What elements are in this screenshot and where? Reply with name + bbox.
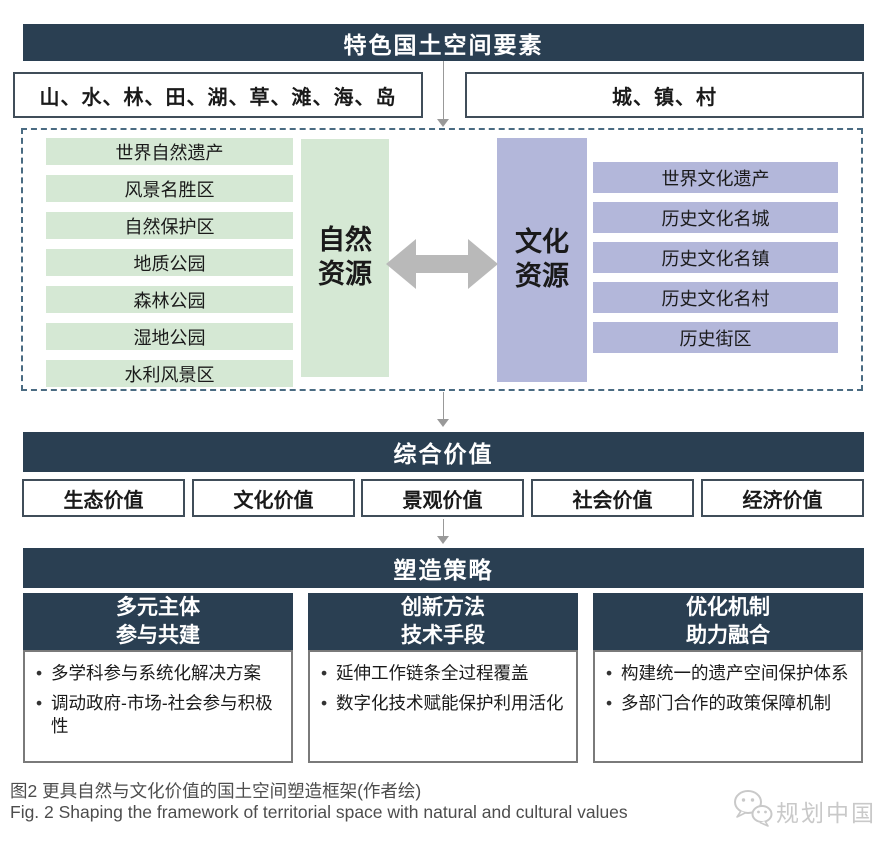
strategy-header-1: 多元主体 参与共建: [23, 593, 293, 650]
strategy-header-2: 创新方法 技术手段: [308, 593, 578, 650]
strategy-bullet: 数字化技术赋能保护利用活化: [318, 692, 568, 715]
cultural-item: 历史文化名城: [593, 202, 838, 233]
natural-item: 风景名胜区: [46, 175, 293, 202]
natural-elements-label: 山、水、林、田、湖、草、滩、海、岛: [39, 86, 397, 109]
cultural-item: 历史文化名村: [593, 282, 838, 313]
value-bar: 综合价值: [23, 432, 864, 472]
connector-line-top: [443, 61, 444, 120]
watermark-label: 规划中国: [776, 800, 876, 826]
cultural-item: 历史文化名镇: [593, 242, 838, 273]
natural-item: 自然保护区: [46, 212, 293, 239]
arrow-down-icon: [437, 536, 449, 544]
strategy-bullet: 多学科参与系统化解决方案: [33, 662, 283, 685]
strategy-bar: 塑造策略: [23, 548, 864, 588]
connector-line-middle: [443, 392, 444, 420]
caption-zh: 图2 更具自然与文化价值的国土空间塑造框架(作者绘): [10, 781, 422, 801]
strategy-header-2-label: 创新方法 技术手段: [401, 595, 485, 647]
cultural-item: 世界文化遗产: [593, 162, 838, 193]
arrow-down-icon: [437, 419, 449, 427]
caption-en: Fig. 2 Shaping the framework of territor…: [10, 802, 628, 822]
natural-resources-label: 自然 资源: [318, 225, 372, 289]
strategy-title: 塑造策略: [393, 557, 494, 583]
connector-line-bottom: [443, 519, 444, 537]
value-box: 社会价值: [531, 479, 694, 517]
cultural-resources-label: 文化 资源: [515, 227, 569, 291]
strategy-header-3: 优化机制 助力融合: [593, 593, 863, 650]
resource-frame: [21, 128, 863, 391]
title-bar: 特色国土空间要素: [23, 24, 864, 61]
cultural-item: 历史街区: [593, 322, 838, 353]
natural-item: 森林公园: [46, 286, 293, 313]
wechat-icon: [734, 790, 773, 827]
settlement-elements-box: 城、镇、村: [465, 72, 864, 118]
strategy-bullet: 调动政府-市场-社会参与积极性: [33, 692, 283, 738]
natural-item: 地质公园: [46, 249, 293, 276]
natural-item: 湿地公园: [46, 323, 293, 350]
value-box: 文化价值: [192, 479, 355, 517]
strategy-bullet: 延伸工作链条全过程覆盖: [318, 662, 568, 685]
figure-title: 特色国土空间要素: [343, 31, 544, 58]
natural-item: 水利风景区: [46, 360, 293, 387]
strategy-bullet: 构建统一的遗产空间保护体系: [603, 662, 853, 685]
strategy-body-2: 延伸工作链条全过程覆盖 数字化技术赋能保护利用活化: [308, 650, 578, 763]
arrow-down-icon: [437, 119, 449, 127]
value-box: 景观价值: [361, 479, 524, 517]
natural-elements-box: 山、水、林、田、湖、草、滩、海、岛: [13, 72, 423, 118]
strategy-header-3-label: 优化机制 助力融合: [686, 595, 770, 647]
value-title: 综合价值: [393, 441, 494, 467]
natural-resources-box: 自然 资源: [301, 139, 389, 377]
value-box: 经济价值: [701, 479, 864, 517]
value-box: 生态价值: [22, 479, 185, 517]
cultural-resources-box: 文化 资源: [497, 138, 587, 382]
strategy-header-1-label: 多元主体 参与共建: [116, 595, 200, 647]
natural-item: 世界自然遗产: [46, 138, 293, 165]
settlement-elements-label: 城、镇、村: [612, 86, 717, 109]
strategy-bullet: 多部门合作的政策保障机制: [603, 692, 853, 715]
strategy-body-1: 多学科参与系统化解决方案 调动政府-市场-社会参与积极性: [23, 650, 293, 763]
strategy-body-3: 构建统一的遗产空间保护体系 多部门合作的政策保障机制: [593, 650, 863, 763]
double-arrow-icon: [386, 239, 498, 289]
